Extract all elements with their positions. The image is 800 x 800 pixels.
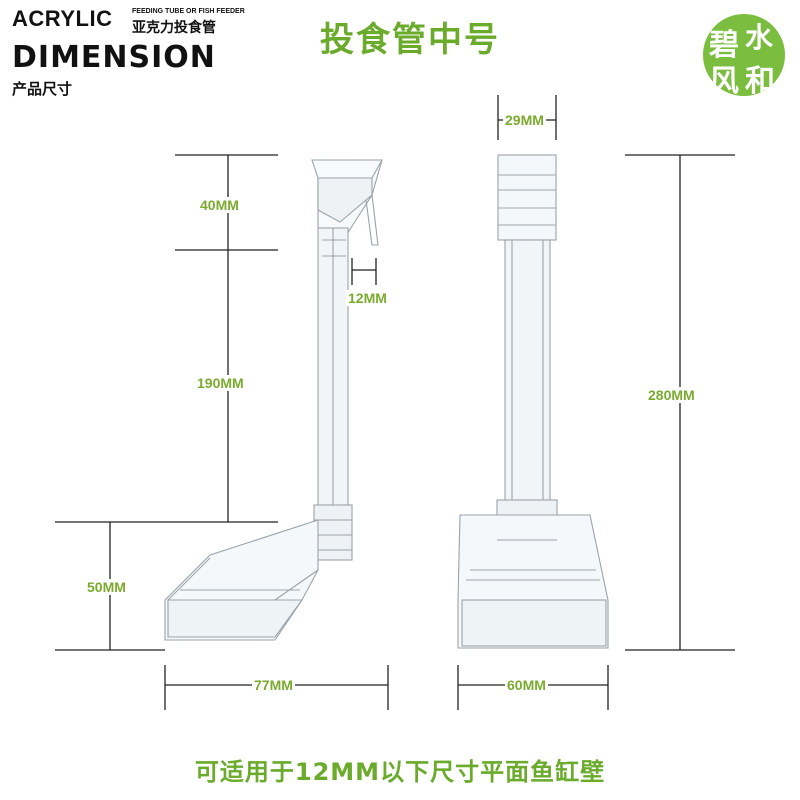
brand-dimension: DIMENSION [12,40,216,75]
dimension-label-12mm: 12MM [346,290,389,306]
brand-product-size: 产品尺寸 [12,80,73,98]
dimension-label-60mm: 60MM [505,677,548,693]
brand-logo: 碧 水 风 和 [703,14,785,96]
dimension-label-77mm: 77MM [252,677,295,693]
brand-subtitle-cn: 亚克力投食管 [132,20,216,36]
front-view-product [457,154,609,649]
bottom-caption: 可适用于12MM以下尺寸平面鱼缸壁 [194,758,606,786]
side-view-product [164,159,383,641]
brand-subtitle-en: FEEDING TUBE OR FISH FEEDER [132,8,245,15]
dimension-label-50mm: 50MM [85,579,128,595]
logo-char: 碧 [709,28,739,63]
logo-char: 和 [745,64,775,96]
dimension-label-40mm: 40MM [198,197,241,213]
logo-char: 风 [709,64,739,96]
dimension-lines [55,95,735,710]
dimension-label-190mm: 190MM [195,375,246,391]
dimension-label-280mm: 280MM [646,387,697,403]
page-title: 投食管中号 [320,20,500,60]
brand-acrylic: ACRYLIC [12,6,113,31]
logo-char: 水 [745,21,774,54]
dimension-label-29mm: 29MM [503,112,546,128]
